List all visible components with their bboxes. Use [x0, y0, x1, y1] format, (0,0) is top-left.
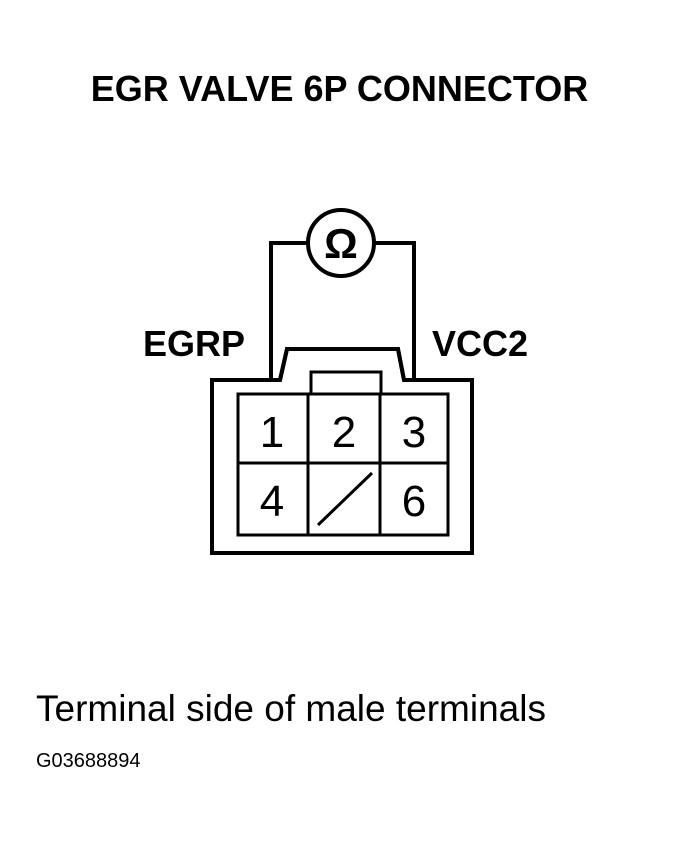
figure-code: G03688894 — [36, 750, 141, 772]
lead-wire-left — [269, 241, 308, 383]
connector-lock-tab — [278, 347, 406, 381]
terminal-number: 3 — [402, 408, 426, 457]
empty-cavity-slash — [316, 471, 374, 527]
terminal-key — [309, 370, 383, 396]
terminal-number: 4 — [260, 477, 284, 526]
pin-label-egrp: EGRP — [143, 323, 245, 364]
pin-label-vcc2: VCC2 — [432, 323, 528, 364]
diagram-caption: Terminal side of male terminals — [36, 688, 546, 729]
lead-wire-right — [374, 241, 416, 383]
ohm-symbol: Ω — [324, 220, 358, 267]
terminal-number: 6 — [402, 477, 426, 526]
terminal-number: 2 — [332, 408, 356, 457]
terminal-number: 1 — [260, 408, 284, 457]
diagram-title: EGR VALVE 6P CONNECTOR — [90, 68, 589, 109]
